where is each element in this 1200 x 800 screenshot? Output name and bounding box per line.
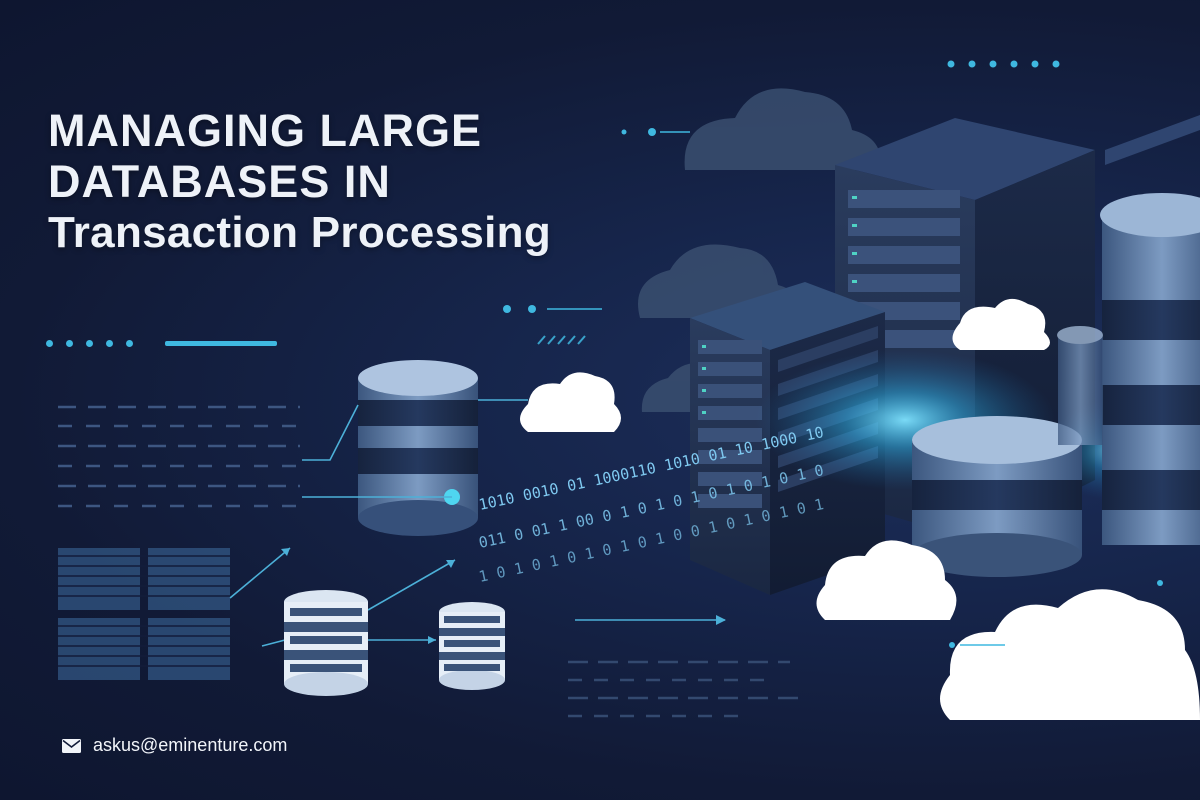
headline-line-2: DATABASES IN — [48, 155, 391, 207]
headline: MANAGING LARGE DATABASES IN Transaction … — [48, 105, 551, 257]
bottom-row-lines — [568, 660, 800, 718]
accent-bar — [165, 341, 277, 346]
envelope-icon — [62, 738, 81, 753]
large-database-cylinder — [1100, 193, 1200, 545]
small-database-stack-1 — [284, 590, 368, 696]
connector-lines — [229, 399, 725, 647]
headline-line-1: MANAGING LARGE — [48, 105, 482, 156]
headline-line-3: Transaction Processing — [48, 207, 551, 257]
contact-email[interactable]: askus@eminenture.com — [93, 735, 288, 755]
accent-dots — [46, 340, 133, 347]
small-database-stack-2 — [439, 602, 505, 690]
contact-info: askus@eminenture.com — [62, 735, 287, 756]
main-database-icon — [358, 360, 478, 536]
white-clouds — [520, 298, 1200, 720]
mid-database-cylinder — [912, 416, 1082, 577]
grid-panels — [58, 548, 230, 680]
data-row-lines — [58, 405, 300, 508]
